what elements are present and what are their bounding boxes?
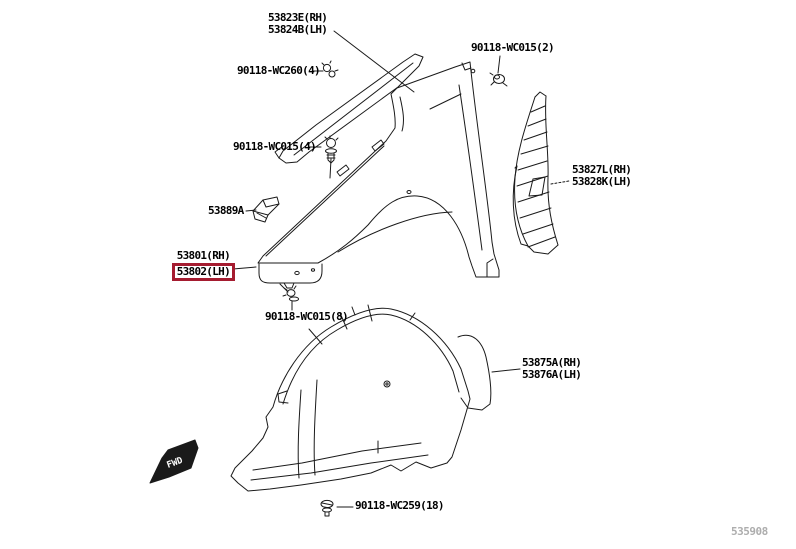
fender-liner-shape xyxy=(230,304,492,492)
fastener-number[interactable]: 90118-WC015(4) xyxy=(233,140,317,153)
diagram-code: 535908 xyxy=(731,525,768,538)
fastener-label-wc260[interactable]: 90118-WC260(4) xyxy=(237,64,321,77)
fender-pad-shape xyxy=(252,196,280,223)
fastener-label-wc259[interactable]: 90118-WC259(18) xyxy=(355,499,445,512)
part-number-lh[interactable]: 53876A(LH) xyxy=(522,368,582,381)
part-number-rh[interactable]: 53875A(RH) xyxy=(522,356,582,369)
fastener-number[interactable]: 90118-WC015(2) xyxy=(471,41,555,54)
fwd-arrow: FWD xyxy=(149,439,199,484)
fastener-label-wc015-4[interactable]: 90118-WC015(4) xyxy=(233,140,317,153)
bolt-icon-wc015-4 xyxy=(324,135,339,164)
screw-icon xyxy=(321,60,339,78)
fastener-label-wc015-8[interactable]: 90118-WC015(8) xyxy=(265,310,349,323)
part-number[interactable]: 53889A xyxy=(208,204,244,217)
part-number-lh[interactable]: 53824B(LH) xyxy=(268,23,328,36)
fastener-number[interactable]: 90118-WC260(4) xyxy=(237,64,321,77)
part-number-rh[interactable]: 53801(RH) xyxy=(176,249,231,262)
front-fender-shape xyxy=(257,61,500,293)
part-label-protector[interactable]: 53827L(RH) 53828K(LH) xyxy=(572,163,632,188)
part-label-fender[interactable]: 53801(RH) 53802(LH) xyxy=(163,250,235,281)
part-label-pad[interactable]: 53889A xyxy=(208,205,244,217)
part-label-liner[interactable]: 53875A(RH) 53876A(LH) xyxy=(522,356,582,381)
clip-icon-wc259 xyxy=(320,499,334,517)
part-number-rh[interactable]: 53827L(RH) xyxy=(572,163,632,176)
bolt-icon-wc015-2 xyxy=(489,72,508,87)
bolt-icon-wc015-8 xyxy=(282,285,300,306)
fender-protector-shape xyxy=(512,91,559,255)
part-number-lh[interactable]: 53828K(LH) xyxy=(572,175,632,188)
highlighted-part-number-lh[interactable]: 53802(LH) xyxy=(171,263,235,281)
fastener-number[interactable]: 90118-WC015(8) xyxy=(265,310,349,323)
part-label-moulding[interactable]: 53823E(RH) 53824B(LH) xyxy=(268,11,328,36)
part-number-rh[interactable]: 53823E(RH) xyxy=(268,11,328,24)
fastener-number[interactable]: 90118-WC259(18) xyxy=(355,499,445,512)
fastener-label-wc015-2[interactable]: 90118-WC015(2) xyxy=(471,41,555,54)
leader-lines xyxy=(232,30,570,508)
fender-moulding-shape xyxy=(274,53,424,164)
